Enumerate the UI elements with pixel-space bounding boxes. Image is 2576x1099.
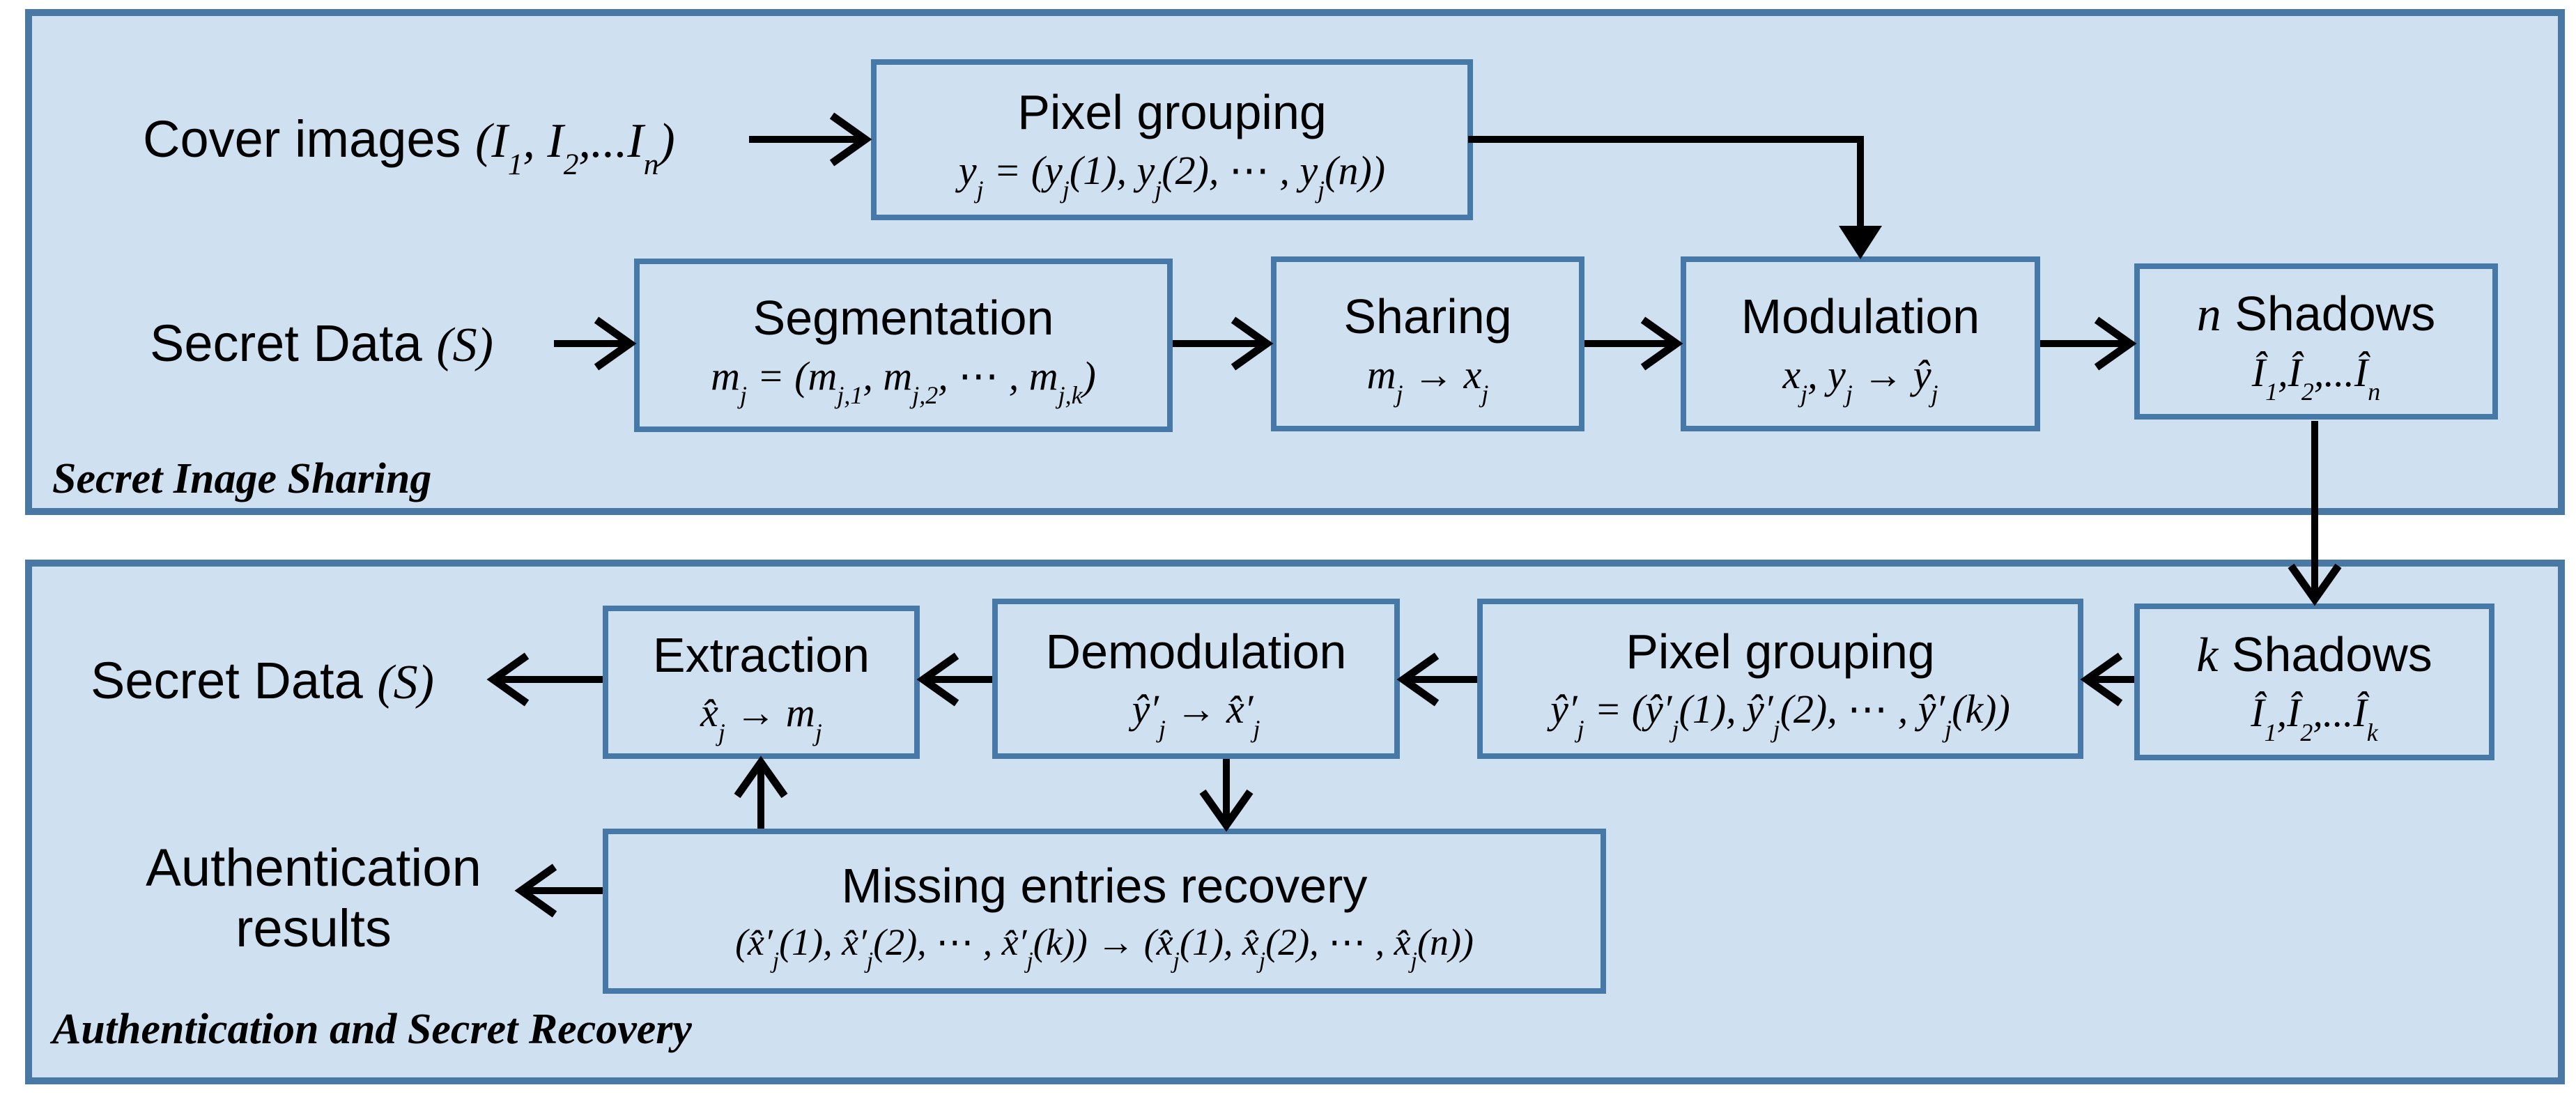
sharing-panel-caption: Secret Inage Sharing	[52, 455, 432, 502]
missing-entries-recovery-box: Missing entries recovery (x̂′j(1), x̂′j(…	[603, 829, 1606, 994]
pixel-grouping-2-title: Pixel grouping	[1626, 624, 1935, 679]
k-shadows-formula: Î1,Î2,...Îk	[2251, 690, 2378, 746]
k-shadows-title: k Shadows	[2196, 627, 2432, 682]
missing-entries-formula: (x̂′j(1), x̂′j(2), ⋯ , x̂′j(k)) → (x̂j(1…	[735, 921, 1474, 974]
secret-data-output-math: (S)	[377, 656, 434, 709]
modulation-title: Modulation	[1741, 289, 1980, 344]
segmentation-formula: mj = (mj,1, mj,2, ⋯ , mj,k)	[711, 353, 1096, 410]
modulation-formula: xj, yj → ŷj	[1782, 351, 1938, 408]
pixel-grouping-2-formula: ŷ′j = (ŷ′j(1), ŷ′j(2), ⋯ , ŷ′j(k))	[1550, 686, 2010, 743]
k-shadows-box: k Shadows Î1,Î2,...Îk	[2134, 604, 2494, 760]
n-shadows-formula: Î1,Î2,...În	[2251, 349, 2381, 406]
demodulation-formula: ŷ′j → x̂′j	[1132, 686, 1260, 743]
n-shadows-title: n Shadows	[2196, 286, 2436, 342]
pixel-grouping-box-top: Pixel grouping yj = (yj(1), yj(2), ⋯ , y…	[871, 59, 1473, 220]
cover-images-math: (I1, I2,...In)	[475, 114, 675, 181]
cover-images-label: Cover images (I1, I2,...In)	[143, 110, 675, 181]
extraction-title: Extraction	[652, 627, 870, 682]
sharing-title: Sharing	[1343, 289, 1512, 344]
pixel-grouping-title: Pixel grouping	[1017, 85, 1327, 140]
demodulation-title: Demodulation	[1045, 624, 1347, 679]
pixel-grouping-formula: yj = (yj(1), yj(2), ⋯ , yj(n))	[958, 147, 1386, 204]
secret-data-input-math: (S)	[436, 318, 493, 372]
segmentation-title: Segmentation	[753, 291, 1054, 346]
sharing-box: Sharing mj → xj	[1271, 256, 1584, 431]
n-shadows-box: n Shadows Î1,Î2,...În	[2134, 263, 2498, 420]
missing-entries-title: Missing entries recovery	[841, 858, 1368, 913]
authentication-results-line1: Authentication	[146, 838, 481, 898]
secret-data-output-label: Secret Data (S)	[91, 652, 434, 709]
secret-data-input-label: Secret Data (S)	[150, 314, 493, 372]
sharing-formula: mj → xj	[1366, 351, 1489, 408]
modulation-box: Modulation xj, yj → ŷj	[1681, 256, 2040, 431]
segmentation-box: Segmentation mj = (mj,1, mj,2, ⋯ , mj,k)	[634, 259, 1173, 432]
recovery-panel-caption: Authentication and Secret Recovery	[52, 1006, 692, 1053]
demodulation-box: Demodulation ŷ′j → x̂′j	[992, 599, 1400, 759]
authentication-results-line2: results	[236, 898, 392, 958]
extraction-formula: x̂j → mj	[700, 690, 822, 746]
extraction-box: Extraction x̂j → mj	[603, 606, 920, 759]
pixel-grouping-box-bottom: Pixel grouping ŷ′j = (ŷ′j(1), ŷ′j(2), ⋯ …	[1477, 599, 2083, 759]
authentication-results-label: Authentication results	[84, 838, 543, 959]
